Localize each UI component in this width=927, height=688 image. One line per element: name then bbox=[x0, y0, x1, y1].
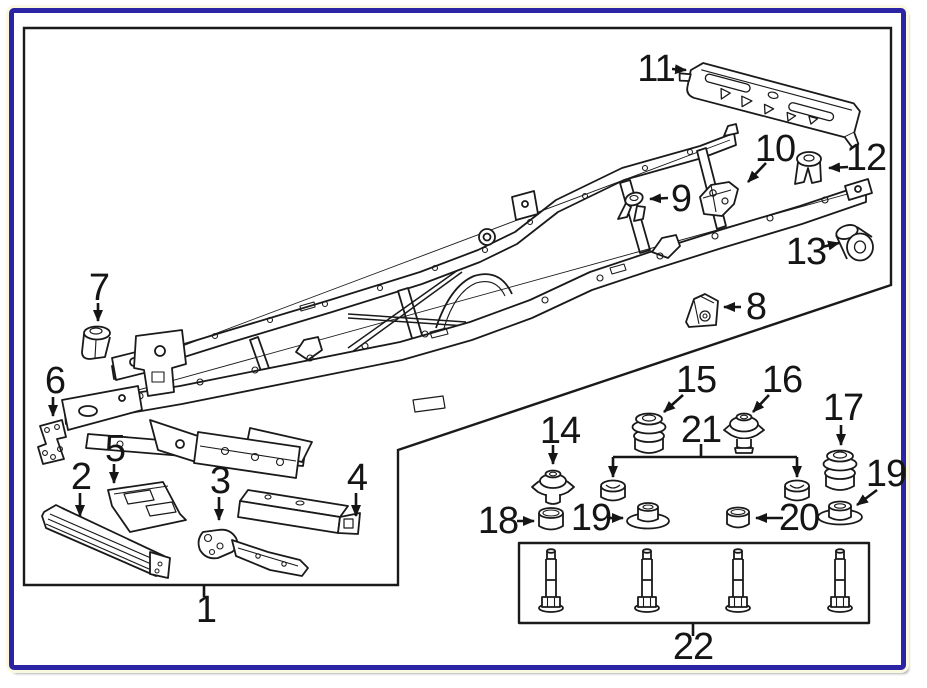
callout-arrows bbox=[48, 64, 878, 636]
part-12-clip bbox=[794, 151, 822, 185]
callout-label-18: 18 bbox=[477, 500, 519, 542]
part-19-washer-cup-left bbox=[626, 502, 670, 530]
callout-label-22: 22 bbox=[672, 626, 714, 668]
page-border bbox=[9, 8, 906, 670]
part-7-mount-bracket bbox=[81, 325, 111, 360]
part-5-plate bbox=[107, 481, 187, 533]
callout-label-4: 4 bbox=[346, 457, 368, 499]
part-4-tube-crossmember bbox=[237, 489, 361, 535]
callout-label-21: 21 bbox=[680, 409, 722, 451]
part-2-sill-rail bbox=[41, 504, 171, 579]
callout-21-bracket bbox=[613, 444, 797, 459]
frame-assembly-illustration bbox=[61, 123, 873, 479]
callout-label-1: 1 bbox=[195, 589, 217, 631]
callout-label-6: 6 bbox=[44, 360, 66, 402]
callout-label-9: 9 bbox=[670, 178, 692, 220]
part-18-spacer bbox=[538, 507, 564, 531]
callout-label-10: 10 bbox=[754, 128, 796, 170]
part-20-spacer bbox=[726, 506, 750, 529]
part-15-mount-cushion bbox=[631, 412, 667, 454]
callout-label-13: 13 bbox=[785, 231, 827, 273]
callout-label-17: 17 bbox=[822, 387, 864, 429]
part-22-bolt-box bbox=[517, 541, 871, 625]
part-6-plate bbox=[37, 419, 67, 465]
part-11-rear-crossmember bbox=[678, 62, 861, 149]
bolt bbox=[538, 548, 564, 613]
callout-label-7: 7 bbox=[88, 267, 110, 309]
callout-label-8: 8 bbox=[745, 286, 767, 328]
callout-label-2: 2 bbox=[70, 456, 92, 498]
frame-rail-far bbox=[111, 123, 739, 380]
callout-label-5: 5 bbox=[104, 428, 126, 470]
part-10-bracket bbox=[699, 181, 739, 217]
callout-label-14: 14 bbox=[539, 410, 581, 452]
part-3-bracket-crossmember bbox=[197, 528, 309, 577]
callout-label-20: 20 bbox=[778, 497, 820, 539]
part-21-insulator-right bbox=[784, 479, 810, 502]
callout-label-3: 3 bbox=[209, 460, 231, 502]
callout-label-16: 16 bbox=[761, 359, 803, 401]
part-14-body-mount bbox=[531, 469, 575, 505]
part-13-bushing bbox=[835, 224, 874, 262]
part-21-insulator-left bbox=[600, 479, 626, 502]
part-16-body-mount bbox=[723, 412, 765, 454]
bolt bbox=[725, 548, 751, 613]
callout-label-19-right: 19 bbox=[865, 453, 907, 495]
part-8-bracket bbox=[685, 293, 719, 328]
bolt bbox=[827, 548, 853, 613]
callout-label-15: 15 bbox=[675, 359, 717, 401]
callout-label-19-left: 19 bbox=[570, 497, 612, 539]
callout-label-12: 12 bbox=[845, 137, 887, 179]
callout-label-11: 11 bbox=[637, 48, 675, 90]
part-17-mount-cushion bbox=[822, 449, 858, 491]
bolt bbox=[634, 548, 660, 613]
part-19-washer-cup-right bbox=[817, 500, 863, 526]
front-frame-section bbox=[61, 329, 446, 479]
part-9-clip bbox=[617, 191, 646, 222]
frame-rail-near bbox=[63, 178, 873, 425]
